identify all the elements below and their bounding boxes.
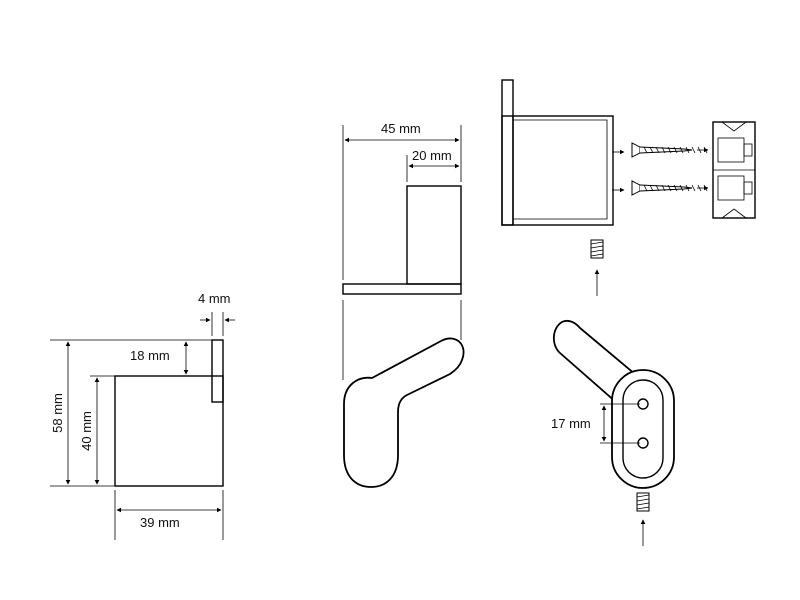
label-40mm: 40 mm: [79, 411, 94, 451]
mounting-plate-inner: [622, 379, 664, 479]
label-17mm: 17 mm: [551, 416, 591, 431]
wall-anchor-icon: [712, 121, 756, 219]
label-20mm: 20 mm: [412, 148, 452, 163]
top-view: 45 mm 20 mm: [342, 121, 462, 295]
grub-screw-icon: [636, 492, 650, 512]
label-4mm: 4 mm: [198, 291, 231, 306]
hook-body-front: [114, 375, 224, 487]
hook-profile: [343, 337, 465, 488]
label-58mm: 58 mm: [50, 393, 65, 433]
mount-body: [501, 115, 614, 226]
mounting-detail: [501, 79, 756, 296]
screw-icon: [631, 142, 708, 158]
back-view: 17 mm: [551, 319, 675, 546]
arm-block-top: [406, 185, 462, 285]
label-39mm: 39 mm: [140, 515, 180, 530]
screw-icon: [631, 180, 708, 196]
label-45mm: 45 mm: [381, 121, 421, 136]
front-view: 58 mm 40 mm 18 mm 4 mm 39 mm: [50, 291, 235, 540]
wall-plate: [501, 79, 514, 226]
grub-screw-icon: [590, 239, 604, 259]
mounting-plate-back: [611, 369, 675, 489]
base-plate-top: [342, 283, 462, 295]
label-18mm: 18 mm: [130, 348, 170, 363]
hook-arm-front: [211, 339, 224, 403]
side-profile-view: [342, 300, 465, 488]
